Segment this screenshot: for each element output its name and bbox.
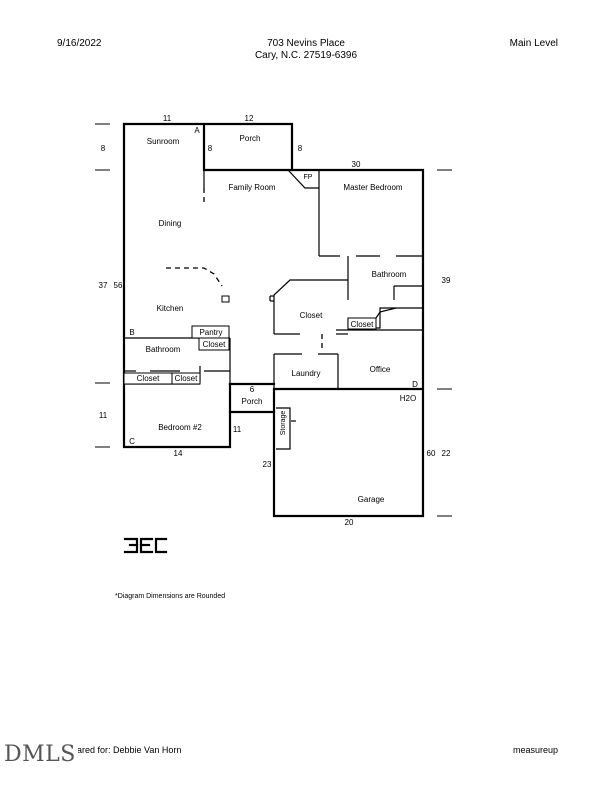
report-date: 9/16/2022 bbox=[57, 38, 102, 49]
label-sunroom: Sunroom bbox=[147, 137, 180, 146]
dim-left-total-outer: 37 bbox=[99, 281, 108, 290]
label-bathroom-left: Bathroom bbox=[146, 345, 181, 354]
right-closet-box bbox=[347, 317, 377, 330]
label-master-bedroom: Master Bedroom bbox=[343, 183, 402, 192]
dim-porch-right: 8 bbox=[298, 144, 303, 153]
dim-porch-left: 8 bbox=[208, 144, 213, 153]
range-fixture bbox=[221, 295, 230, 303]
dim-top-sunroom: 11 bbox=[163, 114, 172, 123]
marker-d: D bbox=[412, 380, 418, 389]
dim-porch-small-side: 11 bbox=[233, 425, 242, 434]
label-storage: Storage bbox=[280, 411, 287, 436]
label-bathroom-right: Bathroom bbox=[372, 270, 407, 279]
marker-c: C bbox=[129, 437, 135, 446]
label-porch-top: Porch bbox=[240, 134, 261, 143]
label-family-room: Family Room bbox=[228, 183, 275, 192]
corner-markers: A B C D bbox=[129, 126, 418, 446]
interior-walls bbox=[124, 169, 423, 389]
marker-a: A bbox=[194, 126, 200, 135]
address-line-1: 703 Nevins Place bbox=[267, 38, 345, 49]
label-closet-left-2: Closet bbox=[175, 374, 198, 383]
floor-level: Main Level bbox=[509, 38, 558, 49]
rounding-note: *Diagram Dimensions are Rounded bbox=[115, 593, 226, 600]
dim-left-sunroom: 8 bbox=[101, 144, 106, 153]
brand-name: measureup bbox=[512, 745, 558, 755]
label-porch-small: Porch bbox=[242, 397, 263, 406]
dmls-watermark: DMLS bbox=[4, 742, 78, 767]
dim-bottom-garage: 20 bbox=[345, 518, 354, 527]
openings bbox=[166, 267, 323, 430]
bath-closet-box bbox=[198, 337, 230, 351]
label-office: Office bbox=[370, 365, 391, 374]
closet-box-2 bbox=[171, 372, 201, 385]
dimension-ticks bbox=[95, 123, 452, 517]
address-line-2: Cary, N.C. 27519-6396 bbox=[254, 50, 358, 61]
label-dining: Dining bbox=[159, 219, 182, 228]
dim-bottom-bedroom: 14 bbox=[174, 449, 183, 458]
property-address: 703 Nevins Place Cary, N.C. 27519-6396 bbox=[206, 38, 406, 62]
label-garage: Garage bbox=[358, 495, 385, 504]
dim-left-bedroom: 11 bbox=[99, 411, 108, 420]
label-closet-bath: Closet bbox=[203, 340, 226, 349]
label-closet-left-1: Closet bbox=[137, 374, 160, 383]
dec-logo bbox=[123, 537, 168, 554]
label-pantry: Pantry bbox=[199, 328, 222, 337]
dim-right-garage-inner: 22 bbox=[442, 449, 451, 458]
exterior-walls bbox=[122, 122, 425, 518]
dim-porch-small-top: 6 bbox=[250, 385, 255, 394]
prepared-for: Prepared for: Debbie Van Horn bbox=[58, 745, 182, 755]
label-closet-right: Closet bbox=[351, 320, 374, 329]
dim-left-total-inner: 56 bbox=[114, 281, 123, 290]
label-kitchen: Kitchen bbox=[157, 304, 184, 313]
label-laundry: Laundry bbox=[292, 369, 321, 378]
dim-right-master: 39 bbox=[442, 276, 451, 285]
marker-b: B bbox=[129, 328, 134, 337]
label-fireplace: FP bbox=[304, 174, 313, 181]
dimension-labels: 11 12 8 8 8 30 37 56 39 11 14 6 11 23 60… bbox=[99, 114, 451, 527]
dim-top-porch: 12 bbox=[245, 114, 254, 123]
label-closet-center: Closet bbox=[300, 311, 323, 320]
storage-outline bbox=[276, 407, 291, 450]
room-labels: Sunroom Porch Family Room FP Master Bedr… bbox=[137, 134, 417, 504]
label-bedroom-2: Bedroom #2 bbox=[158, 423, 202, 432]
dim-storage-side: 23 bbox=[263, 460, 272, 469]
dim-top-master: 30 bbox=[352, 160, 361, 169]
dim-right-garage-outer: 60 bbox=[427, 449, 436, 458]
label-h2o: H2O bbox=[400, 394, 416, 403]
